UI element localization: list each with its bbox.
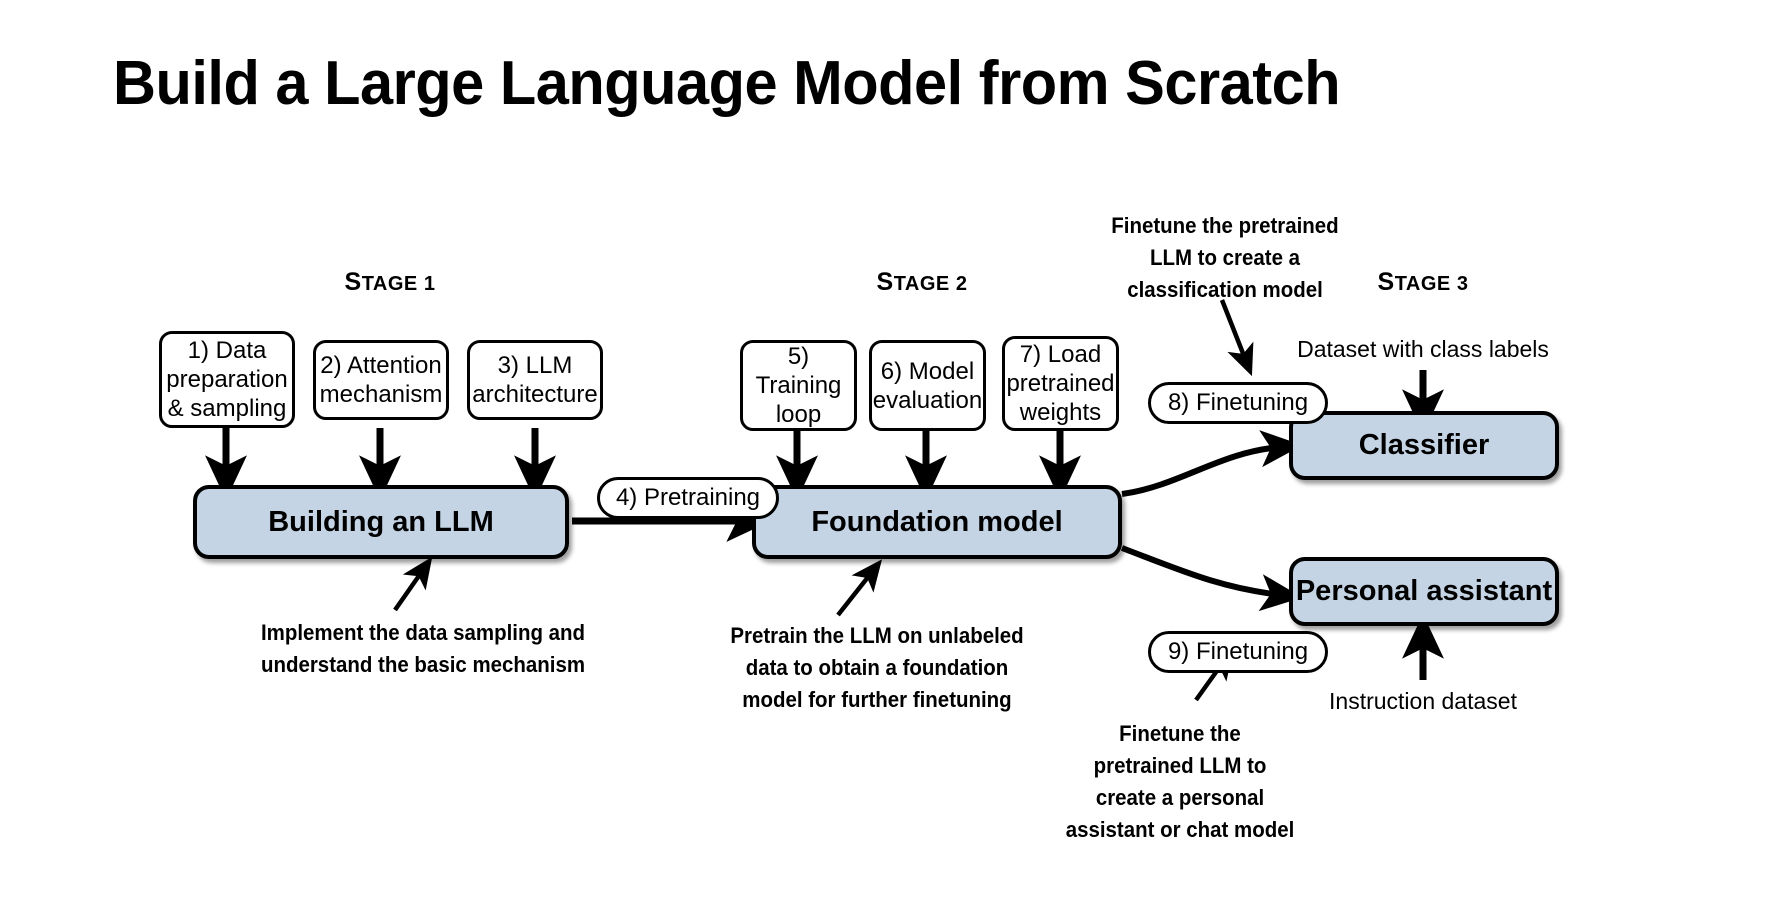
annotation-implement-note: Implement the data sampling and understa… <box>251 617 595 681</box>
stage-2-rest: TAGE 2 <box>893 273 968 295</box>
stage2-down-arrows <box>776 431 1082 501</box>
annotation-pretrain-note: Pretrain the LLM on unlabeled data to ob… <box>724 620 1031 716</box>
label-instruction-dataset: Instruction dataset <box>1329 688 1517 714</box>
result-box-personal-assistant[interactable]: Personal assistant <box>1289 557 1559 626</box>
annotation-assistant-note: Finetune the pretrained LLM to create a … <box>1045 718 1315 846</box>
step-1-line-3: & sampling <box>167 395 287 422</box>
pretrain-note-leader <box>836 559 883 617</box>
step-box-3-llm-architecture[interactable]: 3) LLM architecture <box>467 340 603 420</box>
step-6-line-1: 6) Model <box>880 357 975 385</box>
branch-curves <box>1120 430 1303 612</box>
stage-3-rest: TAGE 3 <box>1394 273 1469 295</box>
pretrain-note-line-3: model for further finetuning <box>742 687 1012 712</box>
step-1-line-2: preparation <box>166 366 288 393</box>
step-box-6-model-evaluation[interactable]: 6) Model evaluation <box>869 340 986 431</box>
pill-finetuning-8[interactable]: 8) Finetuning <box>1148 382 1328 424</box>
implement-note-line-1: Implement the data sampling and <box>260 620 585 645</box>
assistant-note-line-4: assistant or chat model <box>1065 817 1295 842</box>
annotation-classification-note: Finetune the pretrained LLM to create a … <box>1090 210 1360 306</box>
step-2-line-1: 2) Attention <box>320 352 442 379</box>
result-box-building-an-llm[interactable]: Building an LLM <box>193 485 569 559</box>
stage-label-3: STAGE 3 <box>1313 268 1533 297</box>
foundation-model-label: Foundation model <box>811 505 1063 538</box>
assistant-note-line-2: pretrained LLM to <box>1093 753 1267 778</box>
finetuning-8-label: 8) Finetuning <box>1167 389 1309 416</box>
step-box-1-data-preparation[interactable]: 1) Data preparation & sampling <box>159 331 295 428</box>
pill-finetuning-9[interactable]: 9) Finetuning <box>1148 631 1328 673</box>
step-3-line-1: 3) LLM <box>497 352 573 379</box>
classification-note-line-2: LLM to create a <box>1149 245 1301 270</box>
step-7-line-3: weights <box>1019 399 1102 426</box>
stage1-down-arrows <box>205 428 557 501</box>
step-box-2-attention-mechanism[interactable]: 2) Attention mechanism <box>313 340 449 420</box>
pill-pretraining[interactable]: 4) Pretraining <box>597 477 779 519</box>
step-2-line-2: mechanism <box>319 381 443 408</box>
step-7-line-1: 7) Load <box>1019 341 1102 368</box>
classification-note-leader <box>1219 299 1254 377</box>
label-dataset-with-class-labels: Dataset with class labels <box>1297 336 1549 362</box>
page-title: Build a Large Language Model from Scratc… <box>113 49 1341 118</box>
building-an-llm-label: Building an LLM <box>268 505 494 538</box>
result-box-classifier[interactable]: Classifier <box>1289 411 1559 480</box>
stage-1-prefix: S <box>344 268 362 296</box>
step-5-line-1: 5) Training <box>755 343 842 399</box>
stage-3-prefix: S <box>1377 268 1395 296</box>
assistant-note-line-1: Finetune the <box>1119 721 1241 746</box>
stage-label-1: STAGE 1 <box>280 268 500 297</box>
step-7-line-2: pretrained <box>1006 370 1115 397</box>
step-6-line-2: evaluation <box>872 386 983 414</box>
pretrain-note-line-1: Pretrain the LLM on unlabeled <box>730 623 1024 648</box>
step-box-7-load-pretrained-weights[interactable]: 7) Load pretrained weights <box>1002 336 1119 431</box>
stage-2-prefix: S <box>876 268 894 296</box>
finetuning-9-label: 9) Finetuning <box>1167 638 1309 665</box>
step-box-5-training-loop[interactable]: 5) Training loop <box>740 340 857 431</box>
step-5-line-2: loop <box>775 401 822 428</box>
implement-note-leader <box>393 556 433 612</box>
assistant-note-line-3: create a personal <box>1095 785 1265 810</box>
classifier-label: Classifier <box>1358 429 1490 461</box>
stage-label-2: STAGE 2 <box>812 268 1032 297</box>
personal-assistant-label: Personal assistant <box>1295 575 1553 607</box>
implement-note-line-2: understand the basic mechanism <box>260 652 586 677</box>
result-box-foundation-model[interactable]: Foundation model <box>752 485 1122 559</box>
stage-1-rest: TAGE 1 <box>361 273 436 295</box>
pretraining-label: 4) Pretraining <box>615 484 761 511</box>
step-3-line-2: architecture <box>472 381 598 408</box>
pretrain-note-line-2: data to obtain a foundation <box>745 655 1009 680</box>
classification-note-line-1: Finetune the pretrained <box>1111 213 1339 238</box>
step-1-line-1: 1) Data <box>187 337 267 364</box>
classification-note-line-3: classification model <box>1127 277 1323 302</box>
